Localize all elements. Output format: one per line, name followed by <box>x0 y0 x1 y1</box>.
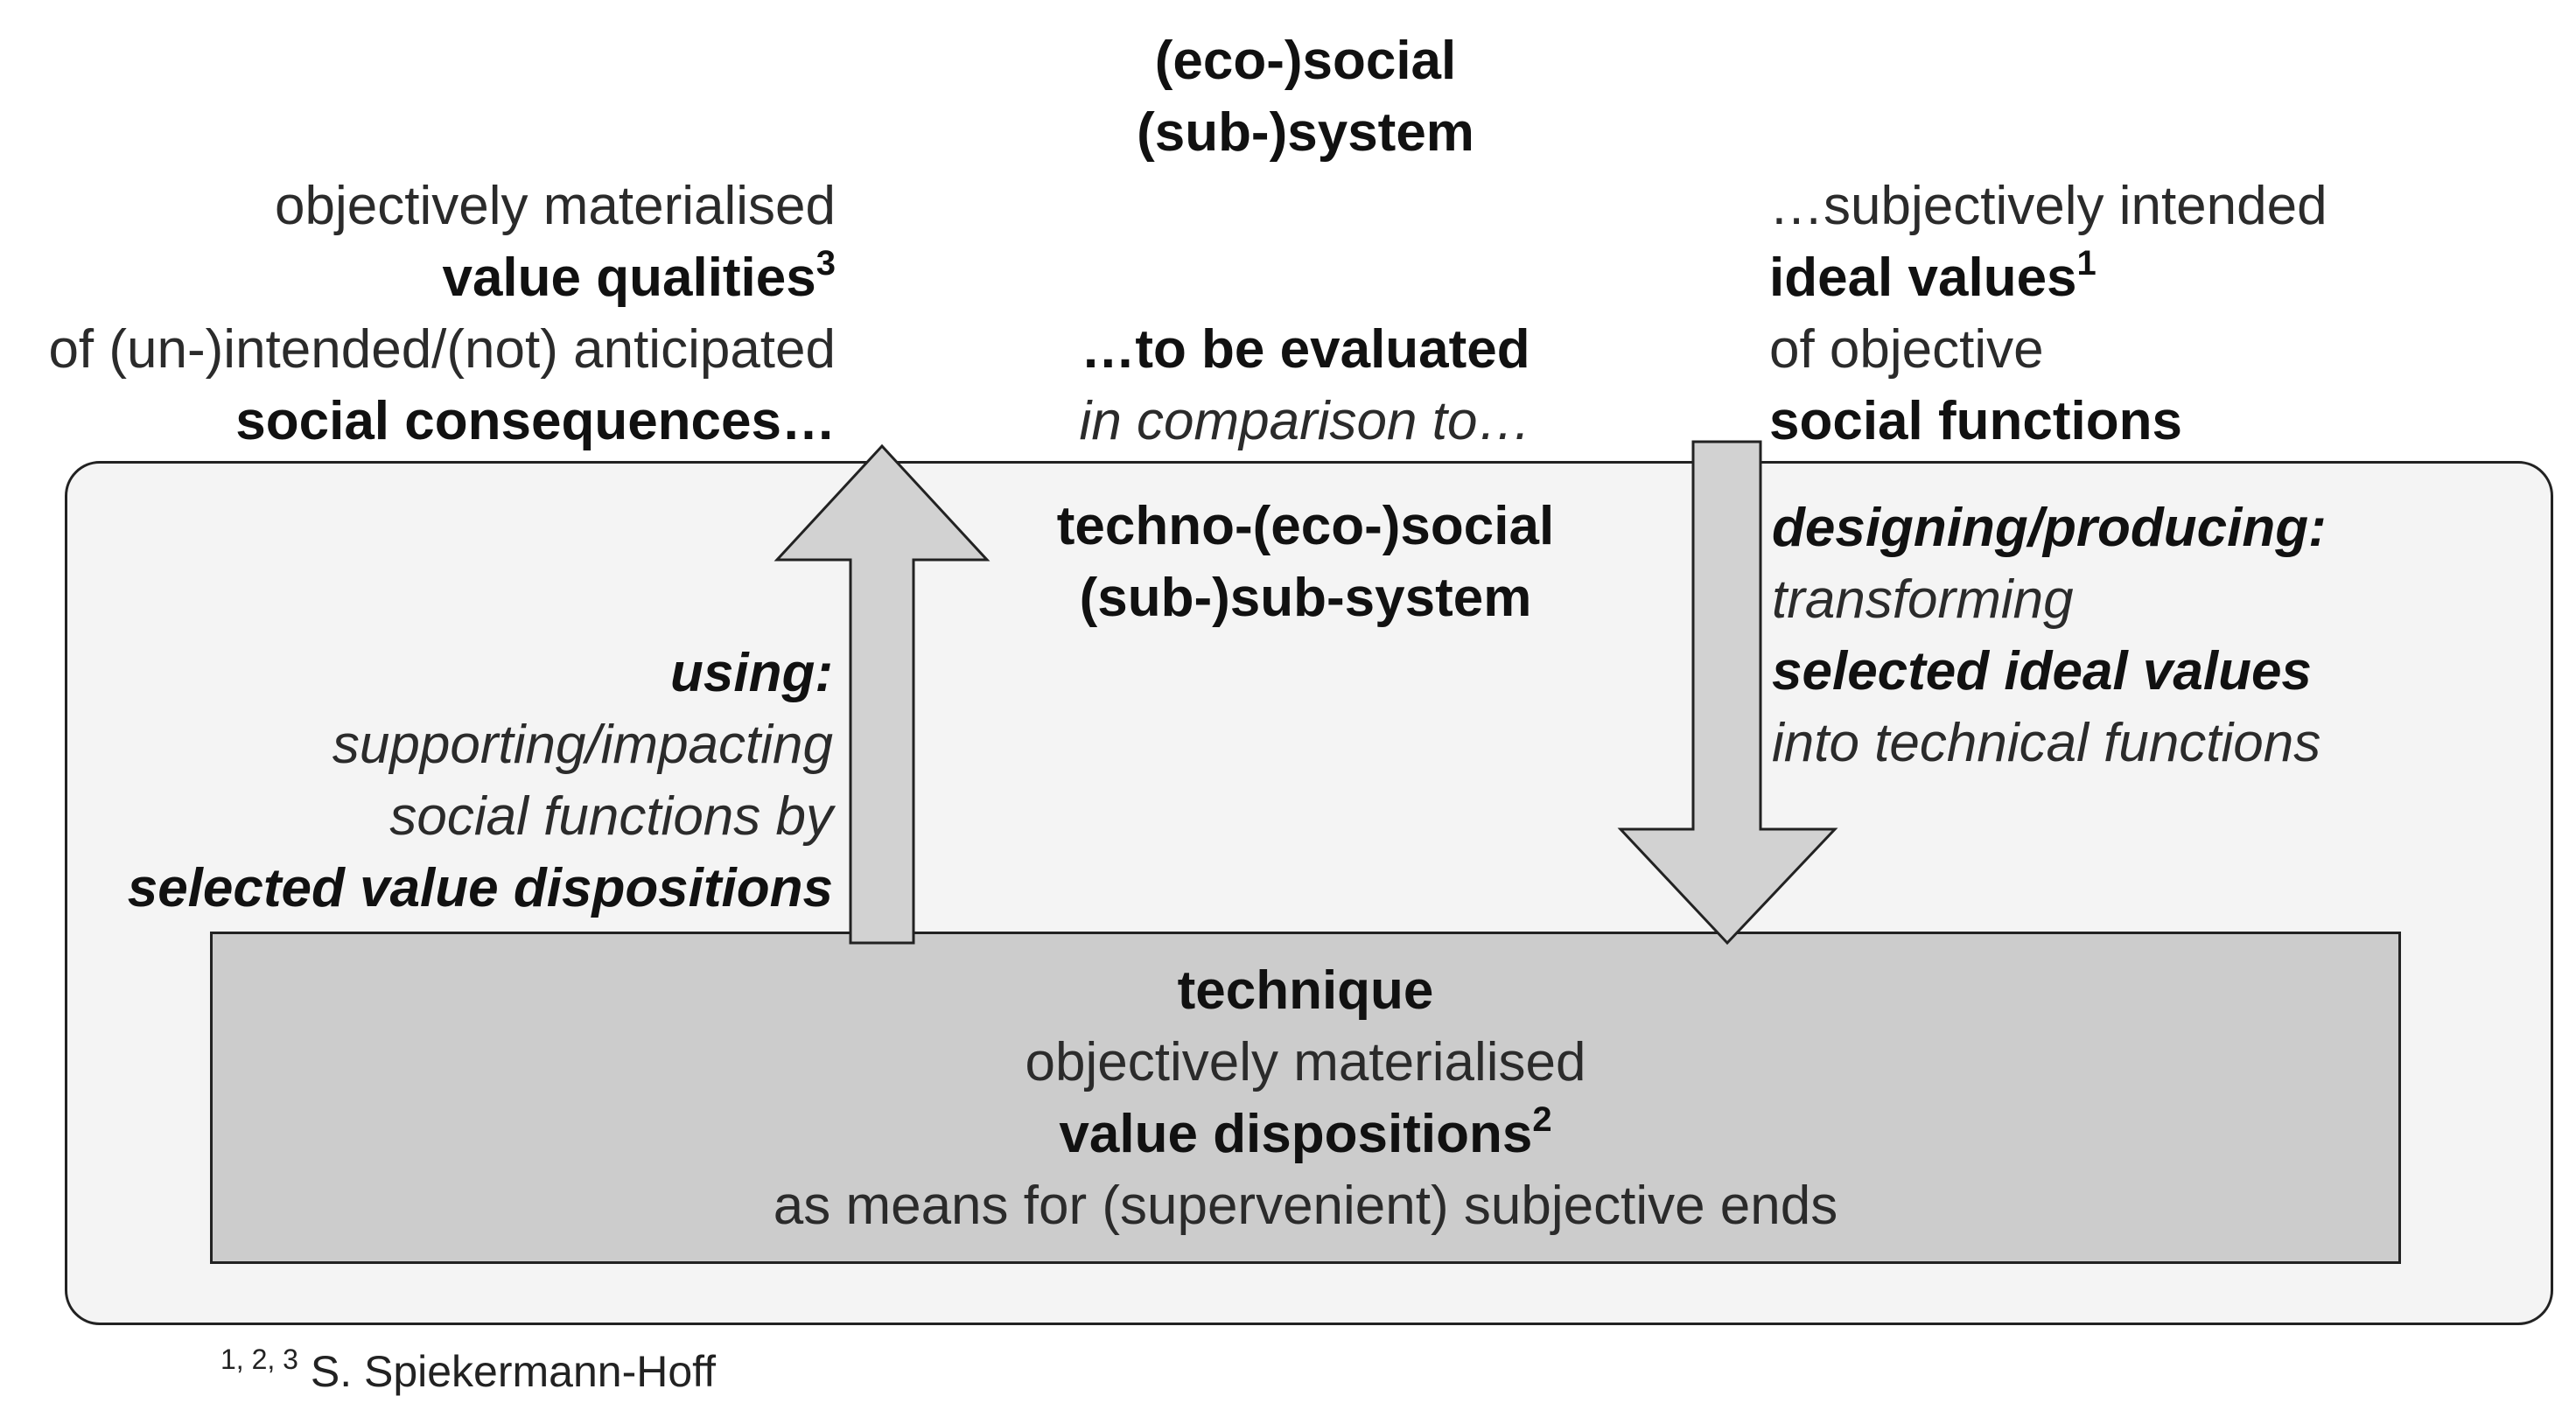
right-block-line-3: of objective <box>1769 319 2044 380</box>
right-block-line-1: …subjectively intended <box>1769 176 2328 236</box>
value-qualities-label: value qualities <box>442 248 816 308</box>
middle-block-line-2: in comparison to… <box>1079 391 1532 451</box>
inner-title-line-1: techno-(eco-)social <box>1056 496 1555 556</box>
ideal-values-footnote-mark: 1 <box>2076 244 2096 283</box>
designing-block-line-3: selected ideal values <box>1772 641 2312 702</box>
designing-block-line-2: transforming <box>1772 569 2074 630</box>
middle-block-line-1: …to be evaluated <box>1081 319 1530 380</box>
value-qualities-footnote-mark: 3 <box>816 244 836 283</box>
inner-title-line-2: (sub-)sub-system <box>1079 568 1532 628</box>
using-block-line-4: selected value dispositions <box>127 858 833 918</box>
left-block-line-1: objectively materialised <box>275 176 836 236</box>
using-block-line-1: using: <box>670 643 833 703</box>
left-block-line-3: of (un-)intended/(not) anticipated <box>48 319 836 380</box>
designing-block-line-1: designing/producing: <box>1772 498 2327 558</box>
footnote-marks: 1, 2, 3 <box>220 1344 298 1375</box>
value-dispositions-label: value dispositions <box>1059 1104 1533 1164</box>
using-block-line-3: social functions by <box>389 786 833 847</box>
right-block-line-4: social functions <box>1769 391 2182 451</box>
technique-line-3: value dispositions2 <box>210 1099 2401 1169</box>
top-title-line-1: (eco-)social <box>1154 31 1457 91</box>
right-block-line-2: ideal values1 <box>1769 243 2096 313</box>
left-block-line-2: value qualities3 <box>0 243 836 313</box>
value-dispositions-footnote-mark: 2 <box>1532 1100 1552 1139</box>
technique-box <box>210 932 2401 1264</box>
top-title-line-2: (sub-)system <box>1137 102 1474 163</box>
using-block-line-2: supporting/impacting <box>332 715 833 775</box>
footnote: 1, 2, 3 S. Spiekermann-Hoff <box>220 1344 716 1400</box>
footnote-text: S. Spiekermann-Hoff <box>298 1347 717 1396</box>
technique-line-4: as means for (supervenient) subjective e… <box>773 1176 1838 1236</box>
designing-block-line-4: into technical functions <box>1772 713 2321 773</box>
technique-line-2: objectively materialised <box>1025 1032 1586 1092</box>
ideal-values-label: ideal values <box>1769 248 2077 308</box>
left-block-line-4: social consequences… <box>235 391 836 451</box>
technique-title: technique <box>1177 960 1434 1021</box>
